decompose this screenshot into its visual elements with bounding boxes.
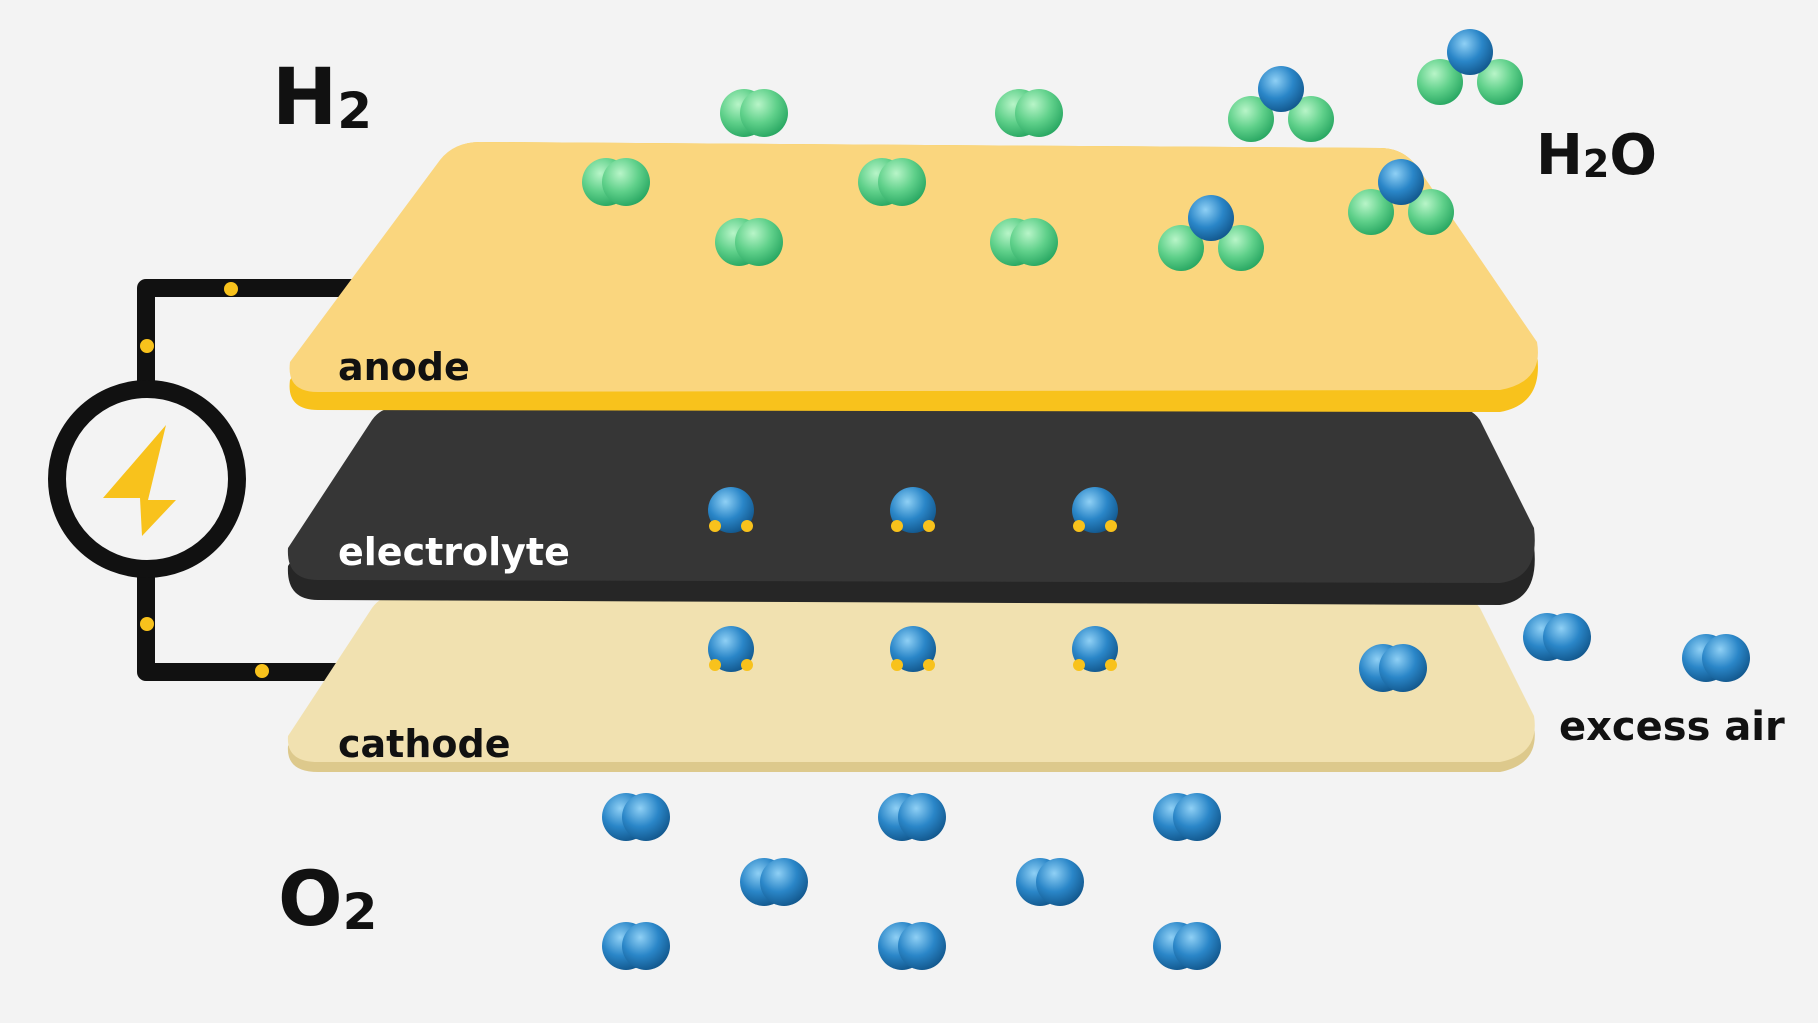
oxygen-molecule xyxy=(1153,922,1221,970)
water-molecule xyxy=(1228,66,1334,142)
oxide-ion xyxy=(890,487,936,533)
h2o-label: H2O xyxy=(1536,123,1657,188)
hydrogen-molecule xyxy=(582,158,650,206)
circuit-wire xyxy=(137,279,359,681)
h2-label: H2 xyxy=(272,53,372,143)
oxide-ion xyxy=(708,487,754,533)
oxide-ion xyxy=(1072,487,1118,533)
cathode-label: cathode xyxy=(338,722,510,766)
o2-label: O2 xyxy=(278,854,377,943)
oxygen-molecule xyxy=(1682,634,1750,682)
hydrogen-molecule xyxy=(990,218,1058,266)
hydrogen-molecule xyxy=(858,158,926,206)
oxygen-molecule xyxy=(1016,858,1084,906)
oxygen-molecule xyxy=(740,858,808,906)
water-molecule xyxy=(1417,29,1523,105)
electron-dot xyxy=(140,339,154,353)
oxide-ion xyxy=(1072,626,1118,672)
anode-label: anode xyxy=(338,345,470,389)
power-source xyxy=(48,380,246,578)
cathode-layer: cathode xyxy=(287,594,1535,772)
lightning-bolt-icon xyxy=(103,425,176,536)
oxygen-molecule xyxy=(1359,644,1427,692)
electrolyte-label: electrolyte xyxy=(338,530,570,574)
oxygen-molecule xyxy=(602,922,670,970)
oxide-ion xyxy=(708,626,754,672)
hydrogen-molecule xyxy=(720,89,788,137)
oxygen-molecule xyxy=(602,793,670,841)
oxygen-molecule xyxy=(878,922,946,970)
oxygen-molecule xyxy=(878,793,946,841)
electron-dot xyxy=(140,617,154,631)
electron-dot xyxy=(224,282,238,296)
water-molecule xyxy=(1348,159,1454,235)
electron-dot xyxy=(255,664,269,678)
oxide-ion xyxy=(890,626,936,672)
oxygen-molecule xyxy=(1523,613,1591,661)
electron-dots xyxy=(140,282,269,678)
hydrogen-molecule xyxy=(715,218,783,266)
molecules xyxy=(582,29,1750,970)
oxygen-molecule xyxy=(1153,793,1221,841)
hydrogen-molecule xyxy=(995,89,1063,137)
excess-air-label: excess air xyxy=(1559,704,1785,750)
water-molecule xyxy=(1158,195,1264,271)
